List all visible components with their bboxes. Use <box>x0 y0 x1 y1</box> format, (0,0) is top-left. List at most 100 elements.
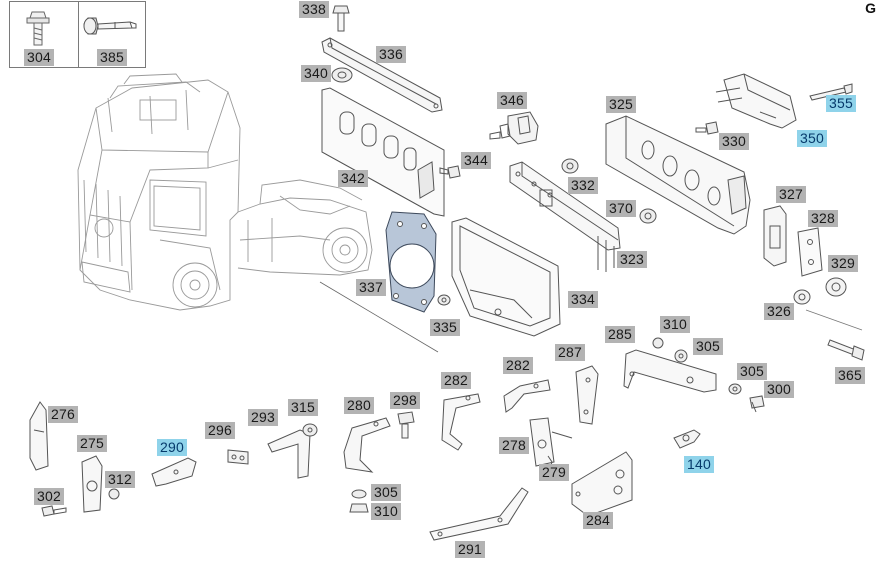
actuator-346 <box>489 111 539 145</box>
bolt-365 <box>827 339 865 361</box>
callout-305-right[interactable]: 305 <box>737 363 767 380</box>
callout-326[interactable]: 326 <box>764 303 794 320</box>
bracket-293 <box>267 429 311 479</box>
bracket-285 <box>623 349 717 393</box>
bracket-284 <box>571 451 633 517</box>
callout-355[interactable]: 355 <box>826 95 856 112</box>
callout-325[interactable]: 325 <box>606 96 636 113</box>
callout-291[interactable]: 291 <box>455 541 485 558</box>
bolt-302 <box>41 505 67 517</box>
callout-300[interactable]: 300 <box>764 381 794 398</box>
nut-340 <box>331 67 353 83</box>
gasket-337 <box>385 211 437 313</box>
nut-305-top <box>674 349 688 363</box>
callout-298[interactable]: 298 <box>390 392 420 409</box>
bolt-300 <box>749 395 765 413</box>
leader-line-337 <box>319 281 439 353</box>
bracket-276 <box>29 401 49 471</box>
callout-302[interactable]: 302 <box>34 488 64 505</box>
callout-335[interactable]: 335 <box>430 319 460 336</box>
clip-140 <box>673 429 701 449</box>
nut-305-left <box>351 489 367 499</box>
callout-305-left[interactable]: 305 <box>371 484 401 501</box>
callout-275[interactable]: 275 <box>77 435 107 452</box>
callout-305-top[interactable]: 305 <box>693 338 723 355</box>
washer-329 <box>825 277 847 297</box>
callout-344[interactable]: 344 <box>461 152 491 169</box>
callout-287[interactable]: 287 <box>555 344 585 361</box>
callout-338[interactable]: 338 <box>299 1 329 18</box>
housing-334 <box>451 217 561 337</box>
bolt-344 <box>439 165 461 179</box>
bolt-298 <box>397 411 415 439</box>
callout-328[interactable]: 328 <box>808 210 838 227</box>
washer-335 <box>437 294 451 306</box>
callout-278[interactable]: 278 <box>499 437 529 454</box>
bracket-327 <box>763 205 787 267</box>
bracket-280 <box>343 417 391 473</box>
washer-310-top <box>652 337 664 349</box>
bracket-282-upper <box>503 379 551 413</box>
nut-332 <box>561 158 579 174</box>
callout-329[interactable]: 329 <box>828 255 858 272</box>
callout-293[interactable]: 293 <box>248 409 278 426</box>
callout-327[interactable]: 327 <box>776 186 806 203</box>
legend-label-304: 304 <box>24 49 54 66</box>
callout-279[interactable]: 279 <box>539 464 569 481</box>
callout-312[interactable]: 312 <box>105 471 135 488</box>
plate-296 <box>227 449 249 465</box>
legend-label-385: 385 <box>97 49 127 66</box>
callout-323[interactable]: 323 <box>617 251 647 268</box>
callout-310-top[interactable]: 310 <box>660 316 690 333</box>
callout-346[interactable]: 346 <box>497 92 527 109</box>
plate-328 <box>797 227 823 277</box>
nut-310-left <box>349 503 369 513</box>
callout-315[interactable]: 315 <box>288 399 318 416</box>
callout-276[interactable]: 276 <box>48 406 78 423</box>
callout-336[interactable]: 336 <box>376 46 406 63</box>
callout-350[interactable]: 350 <box>797 130 827 147</box>
bracket-291 <box>429 487 529 541</box>
callout-140[interactable]: 140 <box>684 456 714 473</box>
callout-310-left[interactable]: 310 <box>371 503 401 520</box>
rail-bracket-336 <box>321 37 443 113</box>
bracket-278 <box>529 417 573 467</box>
callout-285[interactable]: 285 <box>605 326 635 343</box>
flange-bolt-icon <box>26 11 50 46</box>
bracket-287 <box>575 365 599 425</box>
legend-divider <box>78 2 79 67</box>
callout-280[interactable]: 280 <box>344 397 374 414</box>
fastener-legend <box>9 1 146 68</box>
nut-315 <box>302 423 318 437</box>
bracket-290 <box>151 457 197 487</box>
callout-284[interactable]: 284 <box>583 512 613 529</box>
rivet-icon <box>83 17 137 35</box>
bracket-275 <box>81 455 103 513</box>
callout-342[interactable]: 342 <box>338 170 368 187</box>
callout-330[interactable]: 330 <box>719 133 749 150</box>
callout-290[interactable]: 290 <box>157 439 187 456</box>
callout-282-upper[interactable]: 282 <box>503 357 533 374</box>
callout-296[interactable]: 296 <box>205 422 235 439</box>
nut-370 <box>639 208 657 224</box>
washer-305-right <box>728 383 742 395</box>
callout-337[interactable]: 337 <box>356 279 386 296</box>
truck-illustration <box>77 73 373 311</box>
callout-370[interactable]: 370 <box>606 200 636 217</box>
washer-326 <box>793 289 811 305</box>
callout-334[interactable]: 334 <box>568 291 598 308</box>
bolt-330 <box>695 121 719 135</box>
callout-332[interactable]: 332 <box>568 177 598 194</box>
guide-rail-323 <box>509 161 621 272</box>
bolt-355 <box>809 83 853 101</box>
callout-282-left[interactable]: 282 <box>441 372 471 389</box>
corner-mark: G <box>865 0 876 16</box>
bolt-338 <box>332 5 350 32</box>
mounting-plate-342 <box>321 87 445 217</box>
nut-312 <box>108 488 120 500</box>
cover-350 <box>715 73 797 129</box>
callout-340[interactable]: 340 <box>301 65 331 82</box>
callout-365[interactable]: 365 <box>835 367 865 384</box>
